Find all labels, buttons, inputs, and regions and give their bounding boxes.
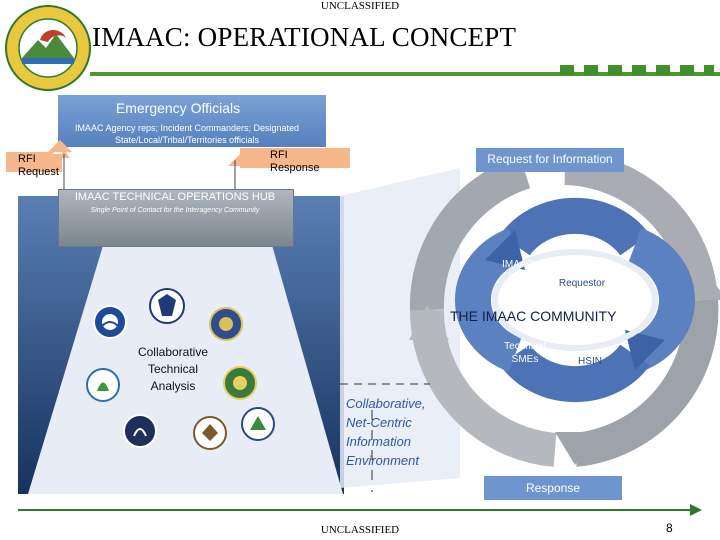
rfi-request-label: RFI Request [18, 153, 59, 178]
emergency-officials-title: Emergency Officials [115, 100, 241, 116]
classification-top: UNCLASSIFIED [320, 0, 400, 12]
community-cycle [409, 151, 720, 467]
accent-square [584, 65, 598, 75]
accent-square [560, 65, 574, 75]
epa-seal [86, 368, 120, 402]
classification-bottom: UNCLASSIFIED [320, 524, 400, 536]
response-box: Response [484, 476, 622, 500]
community-label: THE IMAAC COMMUNITY [450, 308, 617, 324]
footer-rule [18, 504, 702, 516]
page-number: 8 [666, 521, 673, 535]
operations-hub-title: IMAAC TECHNICAL OPERATIONS HUB [74, 191, 276, 203]
white-house-seal [193, 416, 227, 450]
emergency-officials-box [58, 95, 326, 147]
imaac-logo [5, 5, 91, 91]
title-underline [90, 72, 720, 76]
emergency-officials-subtitle: IMAAC Agency reps; Incident Commanders; … [74, 123, 300, 145]
request-for-information-box: Request for Information [476, 148, 624, 172]
net-centric-label: Collaborative, Net-Centric Information E… [346, 396, 426, 468]
technical-smes-label: Technical SMEs [504, 341, 546, 365]
dhs-seal [149, 288, 185, 324]
accent-square [656, 65, 670, 75]
rfi-response-label: RFI Response [270, 149, 320, 174]
hsin-label: HSIN [578, 356, 602, 367]
hhs-seal [123, 414, 157, 448]
operations-hub-subtitle: Single Point of Contact for the Interage… [90, 207, 260, 214]
accent-square [632, 65, 646, 75]
requestor-label: Requestor [558, 278, 606, 289]
page-title: IMAAC: OPERATIONAL CONCEPT [92, 22, 517, 52]
imaac-hub-label: IMAAC Hub [502, 259, 534, 283]
operations-hub-box [58, 189, 294, 247]
accent-square [680, 65, 694, 75]
dod-seal [209, 307, 243, 341]
accent-square [608, 65, 622, 75]
dashed-bracket [340, 383, 430, 492]
usda-seal [241, 407, 275, 441]
accent-square [704, 65, 714, 75]
rfi-arrows [6, 140, 350, 190]
collaborative-analysis-label: Collaborative Technical Analysis [137, 345, 209, 393]
noaa-seal [93, 305, 127, 339]
doe-seal [223, 366, 257, 400]
